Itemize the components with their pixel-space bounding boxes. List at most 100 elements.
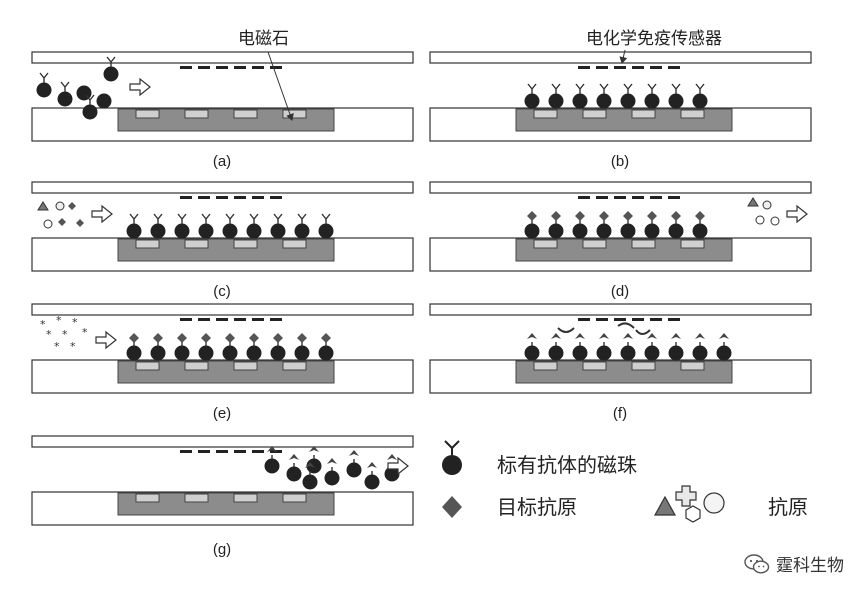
electrode-segment bbox=[632, 196, 644, 199]
sensor-plate bbox=[429, 51, 812, 64]
magnet-pad bbox=[631, 239, 656, 249]
antibody-bead bbox=[644, 83, 660, 109]
panel-label-d: (d) bbox=[611, 283, 629, 300]
antibody-bead bbox=[716, 333, 732, 361]
magnet-pad bbox=[582, 361, 607, 371]
antibody-bead bbox=[692, 83, 708, 109]
electrode-segment bbox=[578, 66, 590, 69]
magnet-pad bbox=[184, 239, 209, 249]
watermark: 霆科生物 bbox=[744, 551, 844, 576]
svg-text:*: * bbox=[82, 326, 88, 339]
antibody-bead bbox=[620, 333, 636, 361]
magnet-pad bbox=[184, 493, 209, 503]
antibody-bead bbox=[644, 333, 660, 361]
antibody-bead bbox=[524, 333, 540, 361]
electrode-segment bbox=[650, 66, 662, 69]
antibody-bead bbox=[96, 93, 112, 109]
antibody-bead bbox=[572, 83, 588, 109]
svg-text:*: * bbox=[54, 340, 60, 353]
electrode-segment bbox=[198, 196, 210, 199]
antibody-bead bbox=[264, 446, 280, 474]
electrode-segment bbox=[198, 318, 210, 321]
magnet-pad bbox=[233, 493, 258, 503]
magnet-pad bbox=[135, 361, 160, 371]
electrode-segment bbox=[252, 318, 264, 321]
antibody-bead bbox=[246, 333, 262, 361]
antibody-bead bbox=[318, 213, 334, 239]
svg-text:*: * bbox=[72, 316, 78, 329]
electromagnet-substrate bbox=[515, 360, 733, 384]
antibody-bead bbox=[270, 333, 286, 361]
antibody-bead bbox=[620, 211, 636, 239]
electrode-segment bbox=[270, 66, 282, 69]
electrode-segment bbox=[650, 196, 662, 199]
electrode-segment bbox=[216, 196, 228, 199]
antibody-bead bbox=[596, 333, 612, 361]
electrode-segment bbox=[234, 66, 246, 69]
magnet-pad bbox=[233, 361, 258, 371]
legend-target-icon bbox=[442, 496, 462, 518]
electrode-segment bbox=[578, 196, 590, 199]
antibody-bead bbox=[150, 333, 166, 361]
svg-text:*: * bbox=[40, 318, 46, 331]
electrode-segment bbox=[252, 66, 264, 69]
magnet-pad bbox=[631, 361, 656, 371]
sensor-plate bbox=[429, 181, 812, 194]
sensor-plate bbox=[429, 303, 812, 316]
antibody-bead bbox=[150, 213, 166, 239]
panel-label-b: (b) bbox=[611, 153, 629, 170]
legend-antigen-text: 抗原 bbox=[768, 495, 808, 519]
magnet-pad bbox=[184, 109, 209, 119]
sensor-plate bbox=[31, 303, 414, 316]
flow-arrow-icon bbox=[95, 330, 117, 350]
antibody-bead bbox=[126, 333, 142, 361]
watermark-text: 霆科生物 bbox=[776, 556, 844, 576]
antibody-bead bbox=[668, 333, 684, 361]
magnet-pad bbox=[631, 109, 656, 119]
antibody-bead bbox=[364, 462, 380, 490]
electrode-segment bbox=[180, 66, 192, 69]
antibody-bead bbox=[524, 211, 540, 239]
antibody-bead bbox=[572, 333, 588, 361]
panel-d bbox=[429, 181, 812, 272]
electromagnet-substrate bbox=[117, 360, 335, 384]
antibody-bead bbox=[548, 333, 564, 361]
electrode-segment bbox=[180, 450, 192, 453]
antibody-bead bbox=[126, 213, 142, 239]
electrode-segment bbox=[216, 450, 228, 453]
magnet-pad bbox=[533, 239, 558, 249]
svg-text:*: * bbox=[56, 314, 62, 327]
magnet-pad bbox=[282, 239, 307, 249]
electrode-segment bbox=[632, 66, 644, 69]
antibody-bead bbox=[82, 94, 98, 120]
electrode-segment bbox=[234, 318, 246, 321]
antibody-bead bbox=[324, 458, 340, 486]
antibody-bead bbox=[668, 211, 684, 239]
panel-c bbox=[31, 181, 414, 272]
antibody-bead bbox=[302, 462, 318, 490]
sensor-plate bbox=[31, 51, 414, 64]
electromagnet-pointer bbox=[267, 51, 294, 121]
panel-a bbox=[31, 51, 414, 142]
antibody-bead bbox=[198, 333, 214, 361]
antibody-bead bbox=[346, 450, 362, 478]
magnet-pad bbox=[135, 493, 160, 503]
magnet-pad bbox=[233, 239, 258, 249]
flow-arrow-icon bbox=[786, 204, 808, 224]
antibody-bead bbox=[668, 83, 684, 109]
sensor-label: 电化学免疫传感器 bbox=[586, 29, 722, 49]
panel-f bbox=[429, 303, 812, 394]
electrode-segment bbox=[596, 196, 608, 199]
electromagnet-label: 电磁石 bbox=[238, 29, 289, 49]
antibody-bead bbox=[548, 211, 564, 239]
panel-label-e: (e) bbox=[213, 405, 231, 422]
electromagnet-substrate bbox=[515, 108, 733, 132]
antibody-bead bbox=[198, 213, 214, 239]
antibody-bead bbox=[596, 83, 612, 109]
antibody-bead bbox=[246, 213, 262, 239]
legend-bead-icon bbox=[442, 440, 462, 475]
electrode-segment bbox=[198, 66, 210, 69]
antibody-bead bbox=[174, 213, 190, 239]
magnet-pad bbox=[533, 109, 558, 119]
